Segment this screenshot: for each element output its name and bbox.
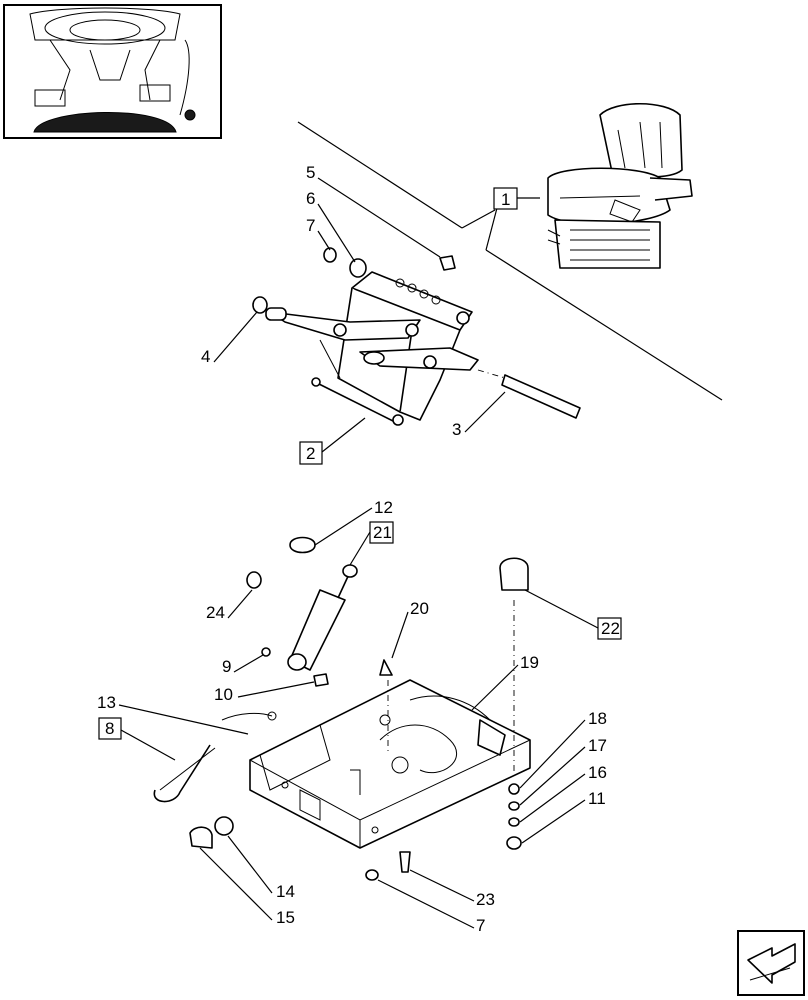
callout-7-upper: 7 [306, 216, 331, 251]
svg-text:5: 5 [306, 163, 315, 182]
section-lines [297, 121, 723, 401]
svg-text:22: 22 [601, 619, 620, 638]
svg-text:12: 12 [374, 498, 393, 517]
svg-text:17: 17 [588, 736, 607, 755]
callout-14: 14 [227, 835, 295, 901]
callout-4: 4 [201, 311, 258, 366]
svg-text:11: 11 [588, 789, 606, 808]
svg-text:23: 23 [476, 890, 495, 909]
callout-11: 11 [521, 789, 606, 844]
callout-12: 12 [314, 498, 393, 546]
svg-text:9: 9 [222, 657, 231, 676]
callout-22: 22 [524, 589, 622, 640]
seat-support-frame [265, 271, 479, 426]
svg-text:2: 2 [306, 444, 315, 463]
callout-15: 15 [199, 847, 295, 927]
tractor-cab-thumbnail [3, 4, 222, 139]
svg-text:16: 16 [588, 763, 607, 782]
base-plate [249, 679, 531, 849]
svg-text:14: 14 [276, 882, 295, 901]
svg-text:24: 24 [206, 603, 225, 622]
svg-text:20: 20 [410, 599, 429, 618]
callout-24: 24 [206, 589, 253, 622]
svg-text:3: 3 [452, 420, 461, 439]
svg-text:8: 8 [105, 719, 114, 738]
callout-23: 23 [409, 869, 495, 909]
svg-text:21: 21 [373, 523, 392, 542]
pin-3 [477, 369, 581, 419]
callout-1: 1 [493, 187, 540, 210]
callout-5: 5 [306, 163, 441, 258]
callout-16: 16 [519, 763, 607, 823]
callout-9: 9 [222, 654, 264, 676]
svg-text:13: 13 [97, 693, 116, 712]
parts-4-5-6-7 [252, 247, 456, 314]
tractor-seat-icon [547, 102, 693, 269]
callout-7-lower: 7 [377, 879, 485, 935]
callout-8: 8 [98, 717, 176, 761]
callout-6: 6 [306, 189, 356, 263]
callout-19: 19 [471, 653, 539, 711]
next-page-arrow-icon[interactable] [737, 930, 805, 996]
lower-small-parts [153, 536, 529, 881]
callout-18: 18 [519, 709, 607, 789]
svg-text:4: 4 [201, 347, 210, 366]
callout-2: 2 [299, 417, 366, 465]
callout-17: 17 [519, 736, 607, 806]
svg-text:7: 7 [476, 916, 485, 935]
svg-text:10: 10 [214, 685, 233, 704]
svg-text:15: 15 [276, 908, 295, 927]
svg-text:7: 7 [306, 216, 315, 235]
callout-3: 3 [452, 391, 506, 439]
callout-21: 21 [349, 521, 394, 566]
callout-20: 20 [391, 599, 429, 659]
svg-text:19: 19 [520, 653, 539, 672]
svg-text:1: 1 [501, 190, 510, 209]
shock-absorber [287, 564, 358, 671]
callout-10: 10 [214, 681, 315, 704]
svg-text:18: 18 [588, 709, 607, 728]
svg-text:6: 6 [306, 189, 315, 208]
callout-13: 13 [97, 693, 249, 735]
